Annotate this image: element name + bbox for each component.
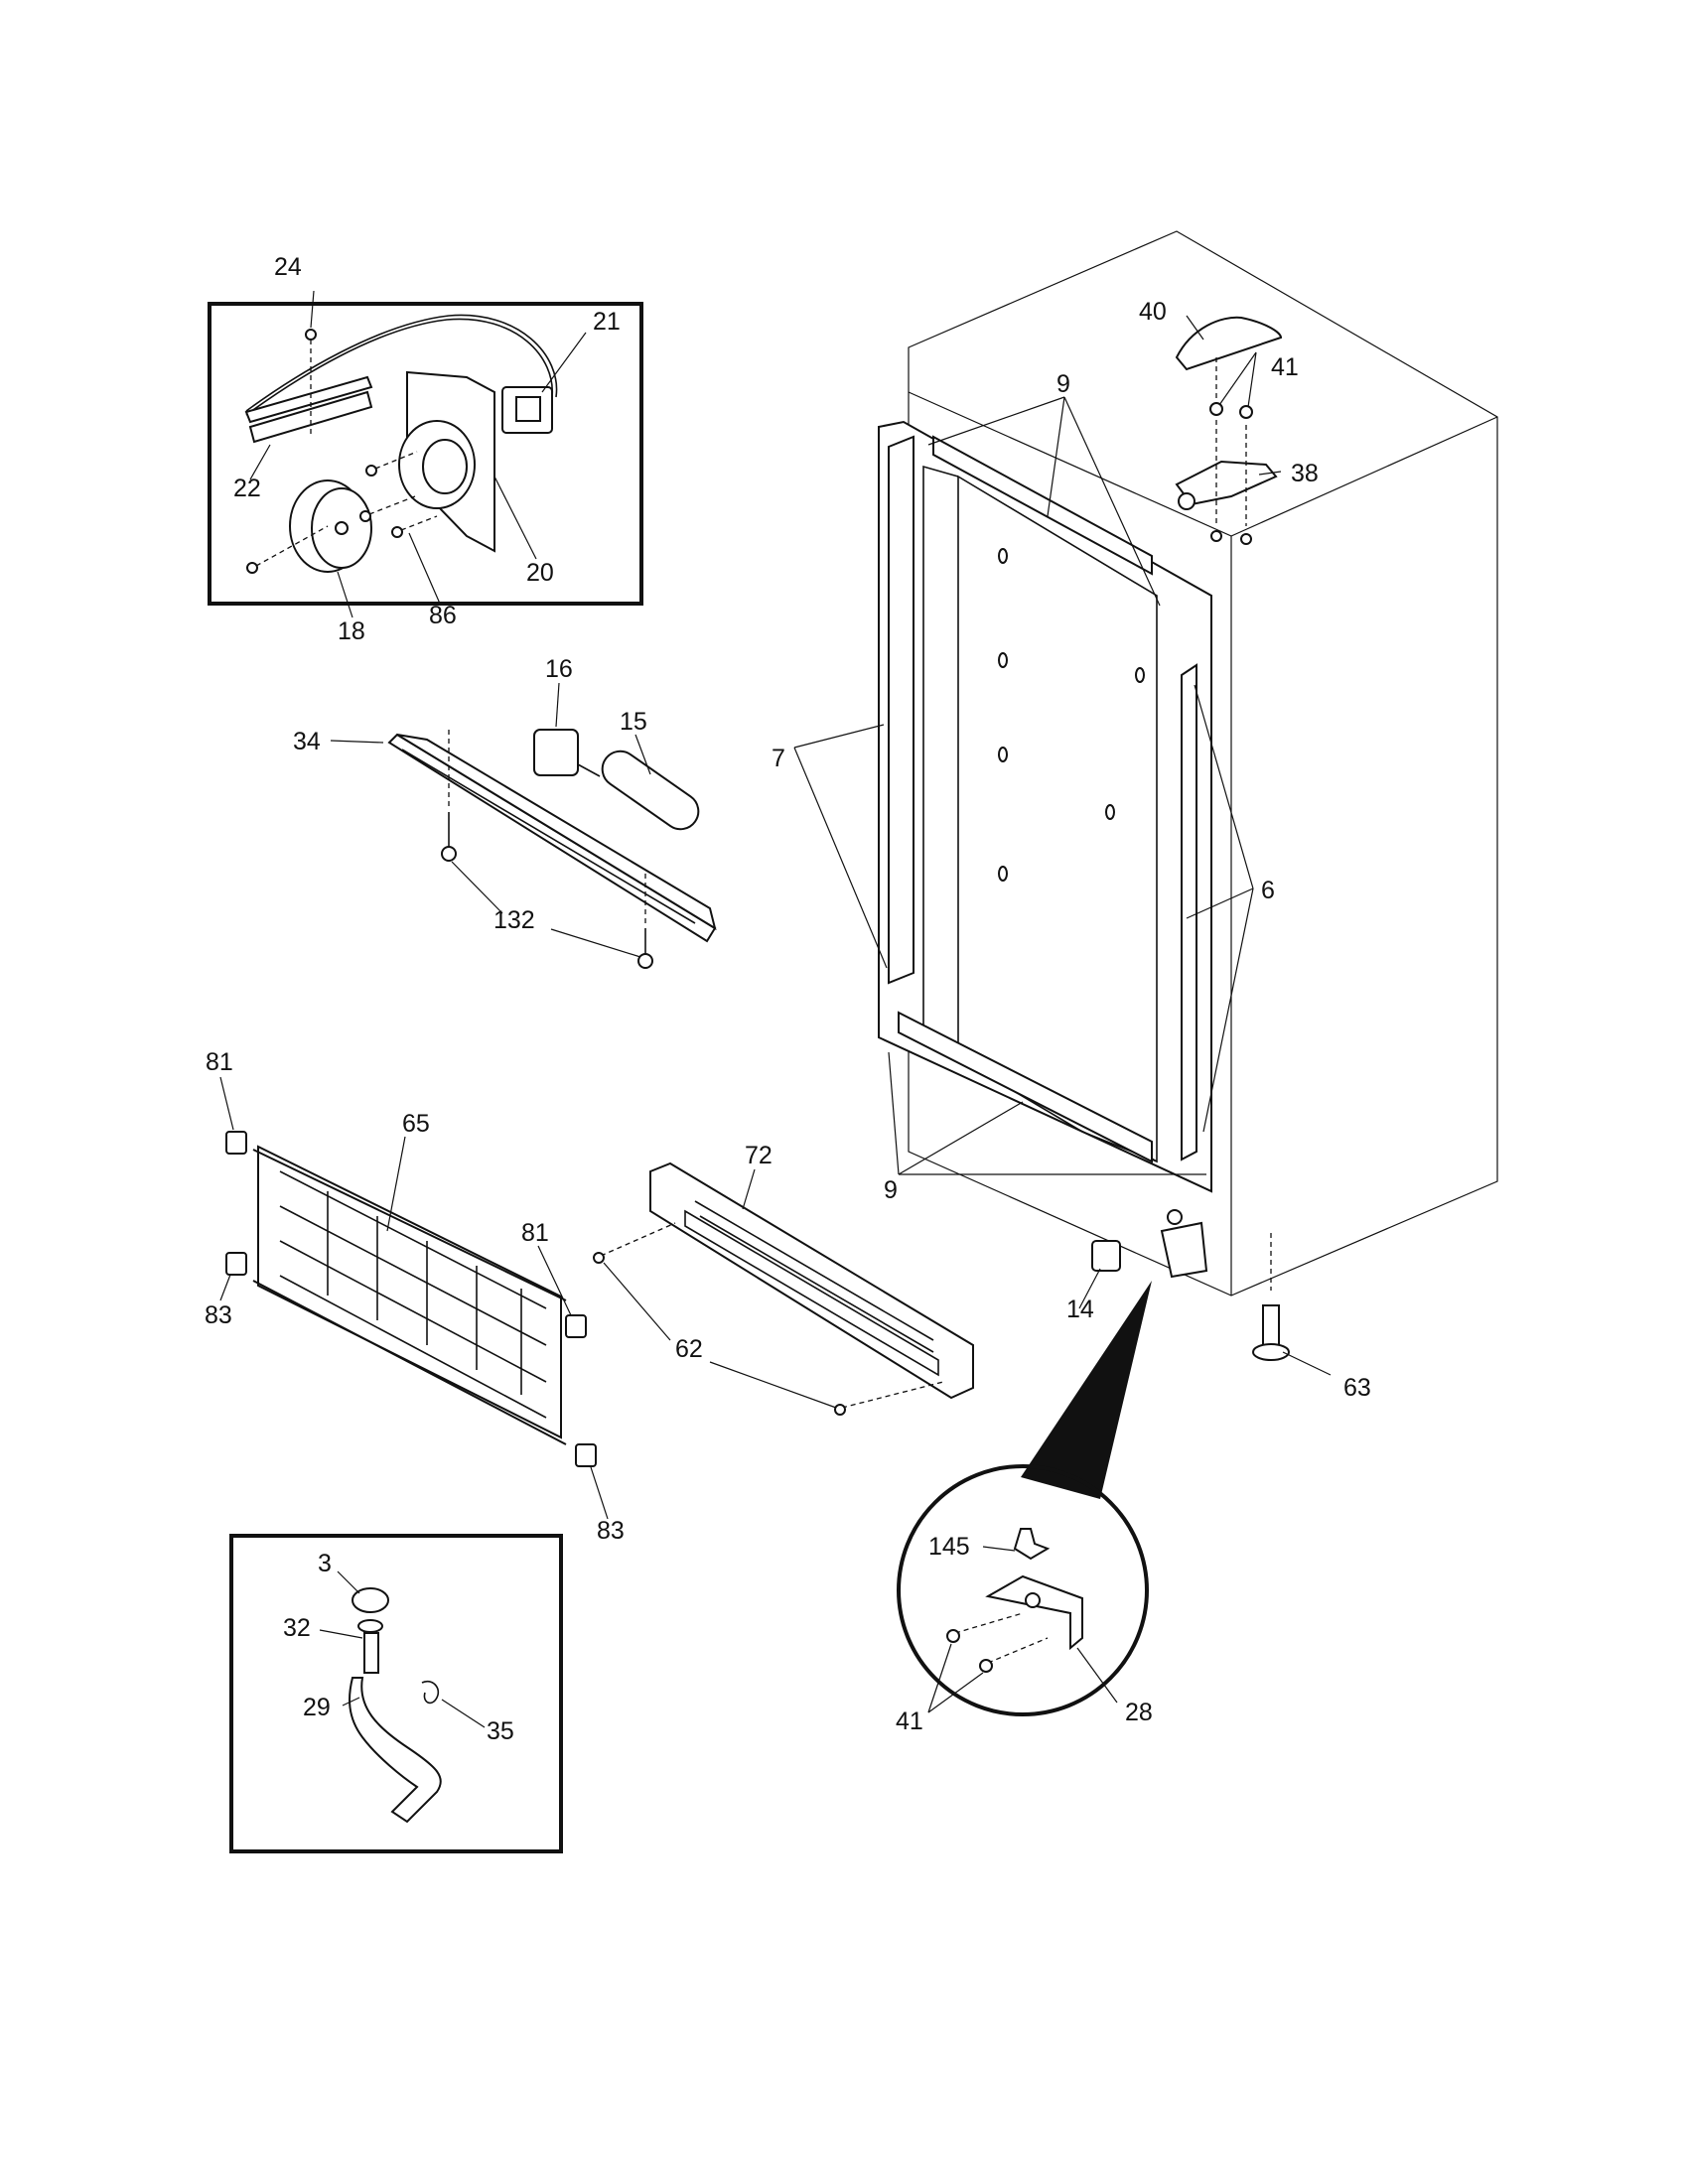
part-label-83-right: 83 <box>597 1517 625 1545</box>
freezer-cabinet <box>793 230 1498 1376</box>
part-label-62: 62 <box>675 1335 703 1363</box>
part-label-15: 15 <box>620 708 647 736</box>
part-label-38: 38 <box>1291 460 1319 487</box>
part-label-9-top: 9 <box>1056 370 1070 398</box>
part-label-132: 132 <box>493 906 535 934</box>
part-label-63: 63 <box>1343 1374 1371 1402</box>
part-label-86: 86 <box>429 602 457 629</box>
part-label-41-detail: 41 <box>896 1707 923 1735</box>
part-label-41-top: 41 <box>1271 353 1299 381</box>
part-label-145: 145 <box>928 1533 970 1561</box>
part-label-6: 6 <box>1261 877 1275 904</box>
toe-grille-group <box>593 1161 974 1416</box>
part-label-20: 20 <box>526 559 554 587</box>
part-label-35: 35 <box>487 1717 514 1745</box>
part-label-3: 3 <box>318 1550 332 1577</box>
part-label-24: 24 <box>274 253 302 281</box>
drain-inset <box>229 1534 563 1853</box>
part-label-9-bottom: 9 <box>884 1176 898 1204</box>
hinge-detail-callout <box>897 1281 1152 1716</box>
part-label-81-right: 81 <box>521 1219 549 1247</box>
part-label-72: 72 <box>745 1142 773 1169</box>
control-cover-group <box>330 682 717 969</box>
part-label-7: 7 <box>772 745 785 772</box>
part-label-28: 28 <box>1125 1699 1153 1726</box>
part-label-14: 14 <box>1066 1296 1094 1323</box>
part-label-16: 16 <box>545 655 573 683</box>
part-label-65: 65 <box>402 1110 430 1138</box>
part-label-29: 29 <box>303 1694 331 1721</box>
part-label-40: 40 <box>1139 298 1167 326</box>
part-label-18: 18 <box>338 617 365 645</box>
fan-motor-inset <box>208 290 643 618</box>
part-label-34: 34 <box>293 728 321 755</box>
part-label-81-left: 81 <box>206 1048 233 1076</box>
part-labels: 24 21 22 20 86 18 16 15 34 132 40 9 41 3… <box>205 253 1371 1745</box>
part-label-32: 32 <box>283 1614 311 1642</box>
wire-shelf-group <box>219 1076 609 1520</box>
part-label-22: 22 <box>233 475 261 502</box>
part-label-83-left: 83 <box>205 1301 232 1329</box>
part-label-21: 21 <box>593 308 621 336</box>
